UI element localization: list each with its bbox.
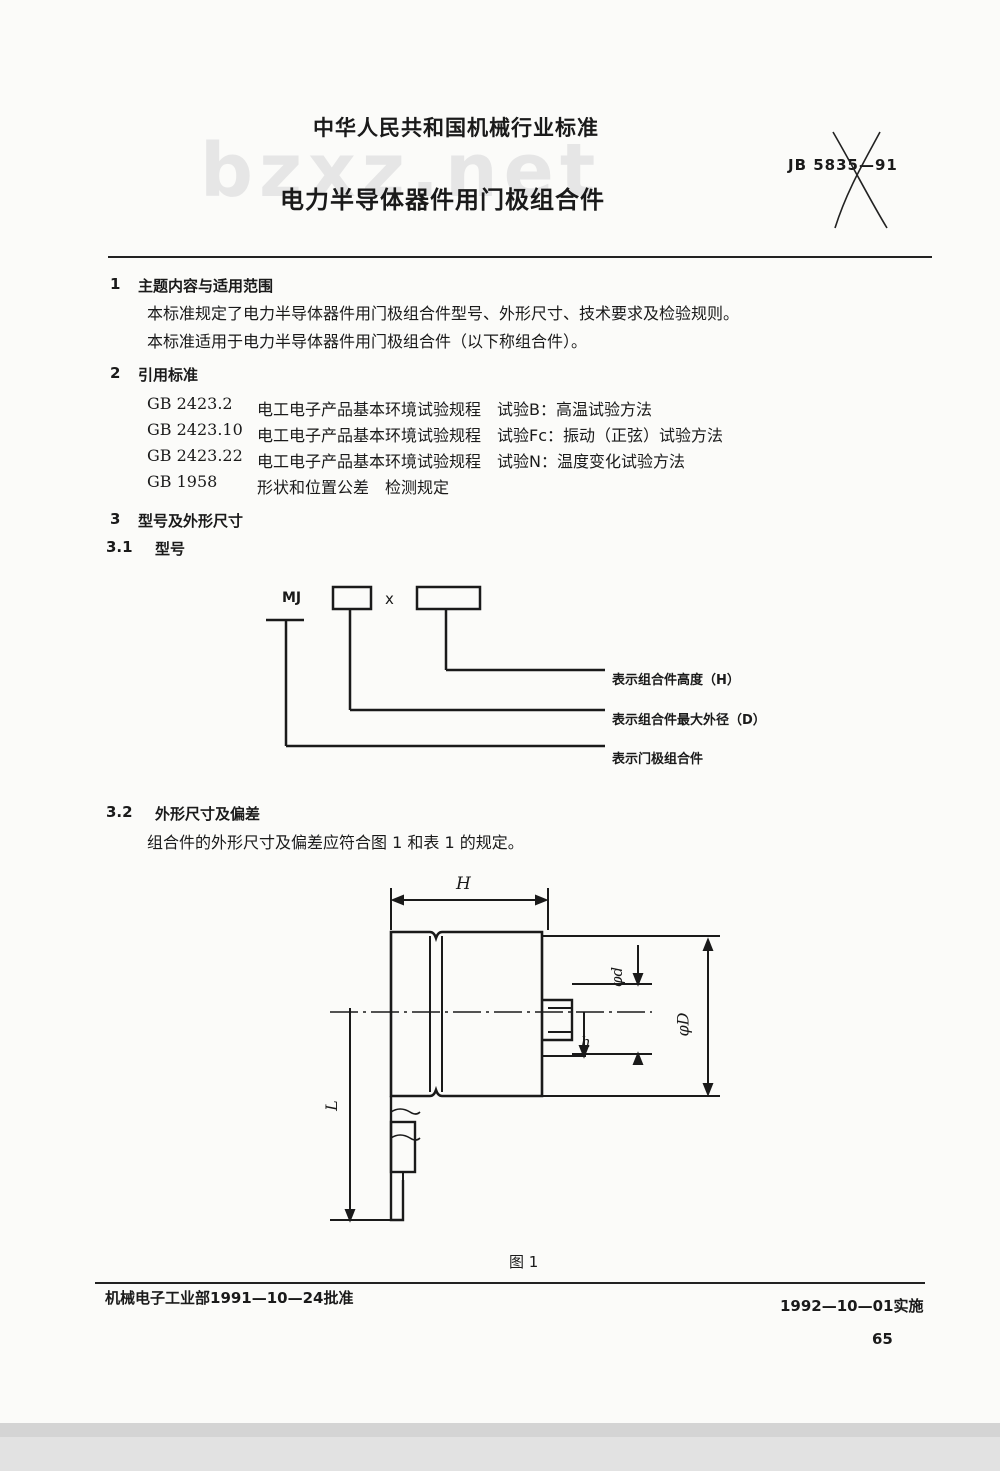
diameter-box	[331, 585, 373, 611]
height-box	[415, 585, 482, 611]
label-height: 表示组合件高度（H）	[612, 673, 740, 688]
approval-date: 机械电子工业部1991—10—24批准	[105, 1289, 354, 1307]
section-2-number: 2	[110, 364, 121, 382]
footer-rule	[95, 1282, 925, 1284]
section-3-heading: 型号及外形尺寸	[138, 512, 244, 530]
section-3-2-text: 组合件的外形尺寸及偏差应符合图 1 和表 1 的规定。	[147, 833, 524, 852]
reference-code: GB 1958	[147, 472, 218, 491]
dim-label-H: H	[456, 874, 471, 894]
handwritten-mark	[832, 131, 888, 229]
document-title: 电力半导体器件用门极组合件	[280, 186, 605, 214]
section-3-1-number: 3.1	[106, 538, 133, 556]
section-1-number: 1	[110, 275, 121, 293]
reference-text: 电工电子产品基本环境试验规程 试验N：温度变化试验方法	[257, 452, 685, 471]
section-2-heading: 引用标准	[138, 366, 199, 384]
label-diameter: 表示组合件最大外径（D）	[612, 713, 766, 728]
figure-caption: 图 1	[509, 1253, 539, 1271]
section-3-number: 3	[110, 510, 121, 528]
section-3-2-heading: 外形尺寸及偏差	[155, 805, 261, 823]
header-rule	[108, 256, 932, 258]
model-times-sign: x	[385, 590, 394, 608]
page-number: 65	[872, 1330, 893, 1348]
reference-text: 电工电子产品基本环境试验规程 试验Fc：振动（正弦）试验方法	[257, 426, 724, 445]
viewer-bottom-strip	[0, 1423, 1000, 1437]
reference-code: GB 2423.2	[147, 394, 233, 413]
reference-code: GB 2423.22	[147, 446, 243, 465]
dim-label-phi-D: φD	[673, 1012, 693, 1037]
org-title: 中华人民共和国机械行业标准	[313, 116, 599, 140]
label-gate-assembly: 表示门极组合件	[612, 752, 704, 767]
section-1-line-1: 本标准规定了电力半导体器件用门极组合件型号、外形尺寸、技术要求及检验规则。	[147, 304, 740, 323]
figure-1-drawing	[330, 888, 720, 1223]
section-1-heading: 主题内容与适用范围	[138, 277, 274, 295]
dim-label-L: L	[321, 1100, 341, 1111]
model-code-diagram	[266, 585, 605, 748]
dim-label-phi-d: φd	[608, 966, 627, 988]
section-3-2-number: 3.2	[106, 803, 133, 821]
section-1-line-2: 本标准适用于电力半导体器件用门极组合件（以下称组合件）。	[147, 332, 588, 351]
standard-code: JB 5835—91	[788, 156, 898, 174]
watermark: bzxz.net	[200, 128, 602, 214]
implementation-date: 1992—10—01实施	[780, 1297, 924, 1315]
reference-text: 形状和位置公差 检测规定	[257, 478, 450, 497]
dim-label-h: h	[581, 1033, 591, 1051]
model-prefix: MJ	[282, 590, 302, 606]
section-3-1-heading: 型号	[155, 540, 186, 558]
reference-text: 电工电子产品基本环境试验规程 试验B：高温试验方法	[257, 400, 652, 419]
reference-code: GB 2423.10	[147, 420, 243, 439]
